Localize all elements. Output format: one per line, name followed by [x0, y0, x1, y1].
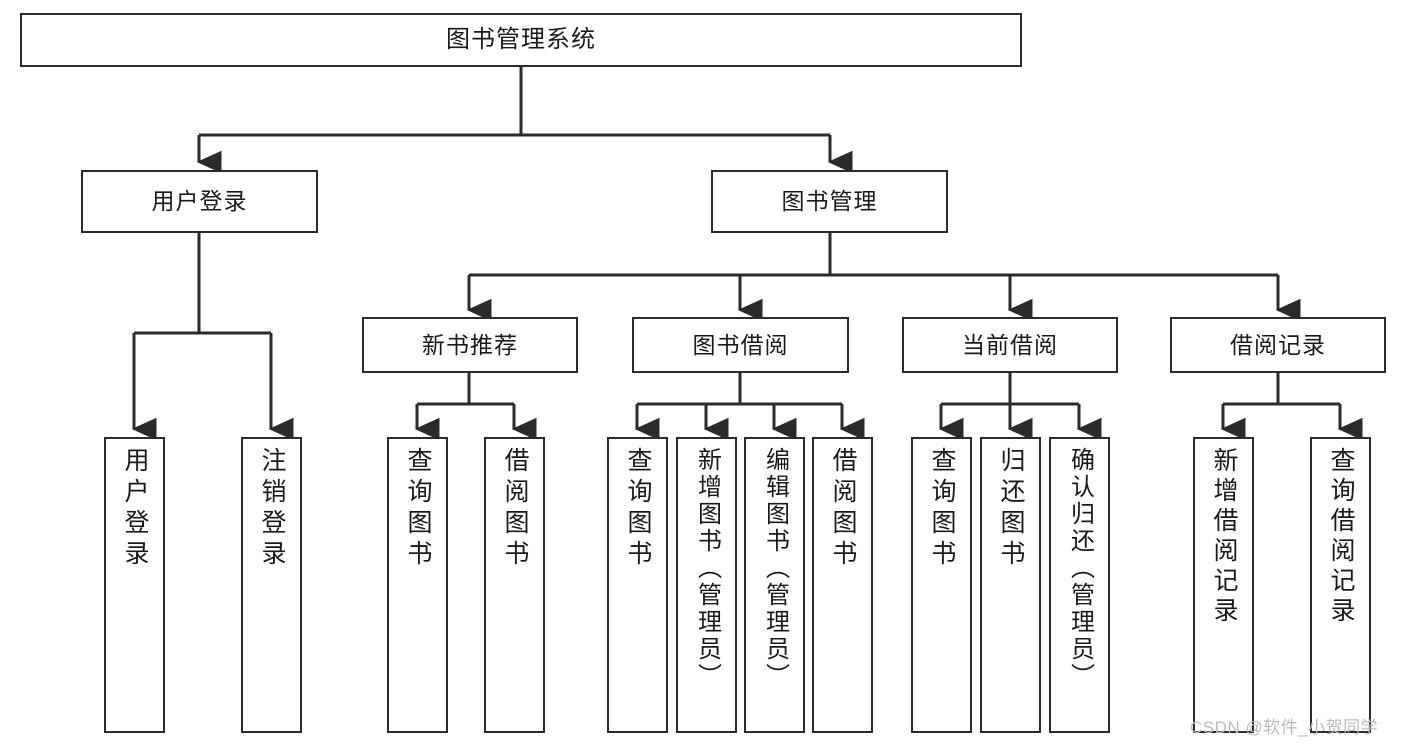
- leaf-borrow-add-book-admin[interactable]: 新增图书（管理员）: [676, 437, 737, 733]
- leaf-borrow-query-book[interactable]: 查询图书: [607, 437, 668, 733]
- node-label: 图书借阅: [692, 331, 789, 358]
- leaf-borrow-borrow-book[interactable]: 借阅图书: [812, 437, 873, 733]
- leaf-records-query-record[interactable]: 查询借阅记录: [1310, 437, 1371, 733]
- node-label: 确认归还（管理员）: [1066, 447, 1094, 690]
- node-current-borrow[interactable]: 当前借阅: [902, 317, 1118, 373]
- node-label: 查询图书: [624, 447, 652, 571]
- node-label: 用户登录: [121, 447, 149, 571]
- csdn-watermark: CSDN @软件_小贺同学: [1190, 718, 1379, 737]
- leaf-current-confirm-return-admin[interactable]: 确认归还（管理员）: [1049, 437, 1110, 733]
- node-label: 新增借阅记录: [1210, 447, 1238, 627]
- node-label: 图书管理: [781, 188, 878, 215]
- node-root-system[interactable]: 图书管理系统: [20, 13, 1022, 67]
- node-book-management[interactable]: 图书管理: [711, 170, 948, 233]
- leaf-borrow-edit-book-admin[interactable]: 编辑图书（管理员）: [744, 437, 805, 733]
- node-label: 当前借阅: [962, 331, 1058, 358]
- node-label: 新书推荐: [422, 331, 518, 358]
- node-label: 用户登录: [151, 188, 248, 215]
- node-label: 借阅图书: [829, 447, 857, 571]
- leaf-user-login-logout[interactable]: 注销登录: [241, 437, 302, 733]
- node-borrow-records[interactable]: 借阅记录: [1170, 317, 1386, 373]
- leaf-records-add-record[interactable]: 新增借阅记录: [1193, 437, 1254, 733]
- node-label: 查询借阅记录: [1327, 447, 1355, 627]
- node-label: 编辑图书（管理员）: [761, 447, 789, 690]
- node-label: 查询图书: [928, 447, 956, 571]
- leaf-recommend-borrow-book[interactable]: 借阅图书: [484, 437, 545, 733]
- node-label: 借阅图书: [501, 447, 529, 571]
- leaf-current-return-book[interactable]: 归还图书: [980, 437, 1041, 733]
- node-label: 归还图书: [997, 447, 1025, 571]
- node-label: 借阅记录: [1230, 331, 1326, 358]
- node-label: 图书管理系统: [446, 26, 596, 54]
- leaf-user-login-login[interactable]: 用户登录: [104, 437, 165, 733]
- node-book-borrow[interactable]: 图书借阅: [632, 317, 849, 373]
- node-label: 查询图书: [404, 447, 432, 571]
- leaf-current-query-book[interactable]: 查询图书: [911, 437, 972, 733]
- node-label: 注销登录: [258, 447, 286, 571]
- leaf-recommend-query-book[interactable]: 查询图书: [387, 437, 448, 733]
- node-user-login[interactable]: 用户登录: [81, 170, 318, 233]
- node-new-book-recommend[interactable]: 新书推荐: [362, 317, 578, 373]
- node-label: 新增图书（管理员）: [693, 447, 721, 690]
